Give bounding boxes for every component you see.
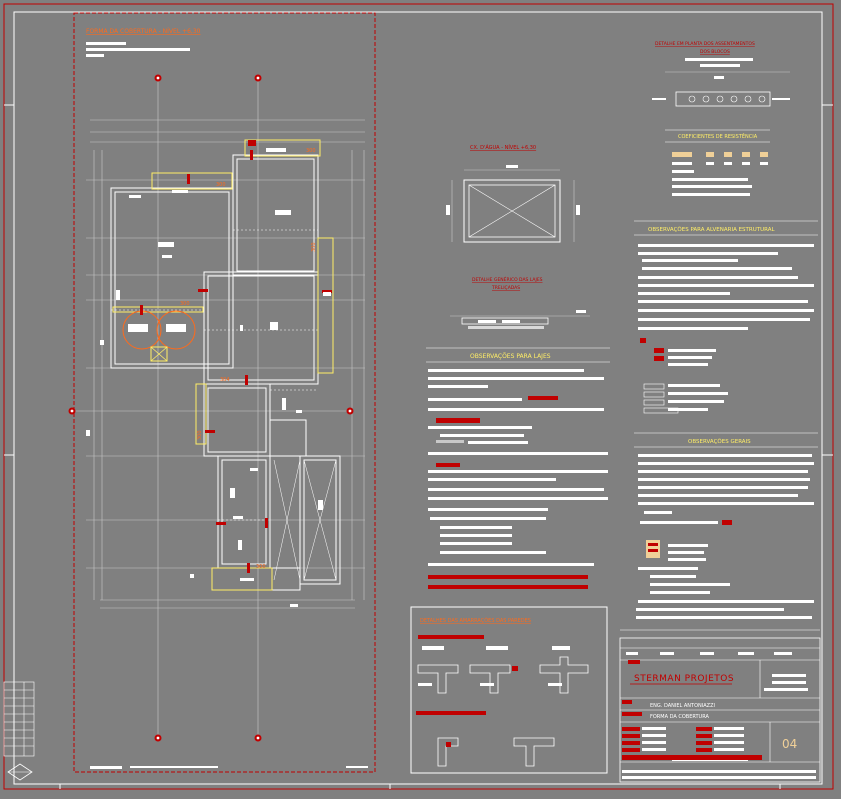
obs-gerais: OBSERVAÇÕES GERAIS — [634, 432, 818, 619]
blocos-title: DETALHE EM PLANTA DOS ASSENTAMENTOS — [655, 41, 755, 47]
obs-lajes: OBSERVAÇÕES PARA LAJES — [426, 347, 610, 589]
floor-plan: FORMA DA COBERTURA - NÍVEL +6,30 — [68, 28, 368, 769]
engineer-name: ENG. DANIEL ANTONIAZZI — [650, 703, 715, 709]
caixa-detail: CX. D'ÁGUA - NÍVEL +6,30 — [446, 144, 580, 243]
plan-frame — [73, 12, 376, 773]
dim-label-1: 300 — [306, 148, 316, 154]
dim-label-3: 304 — [220, 377, 230, 383]
laje-detail: DETALHE GENÉRICO DAS LAJES TRELIÇADAS — [450, 275, 590, 329]
dim-label-4: 300 — [180, 301, 190, 307]
paredes-title: DETALHES DAS AMARRAÇÕES DAS PAREDES — [420, 617, 531, 624]
coef-table: COEFICIENTES DE RESISTÊNCIA — [665, 129, 770, 196]
outer-frame — [3, 3, 834, 790]
company-name: STERMAN PROJETOS — [634, 674, 734, 684]
obs-gerais-title: OBSERVAÇÕES GERAIS — [688, 438, 751, 445]
paredes-detail: DETALHES DAS AMARRAÇÕES DAS PAREDES — [410, 606, 608, 774]
dim-label-6: 300 — [311, 242, 317, 252]
caixa-title: CX. D'ÁGUA - NÍVEL +6,30 — [470, 144, 536, 151]
plan-title: FORMA DA COBERTURA - NÍVEL +6,30 — [86, 28, 201, 35]
sheet-number: 04 — [782, 737, 797, 751]
obs-alvenaria-title: OBSERVAÇÕES PARA ALVENARIA ESTRUTURAL — [648, 226, 776, 233]
laje-detail-title2: TRELIÇADAS — [491, 285, 520, 291]
obs-lajes-title: OBSERVAÇÕES PARA LAJES — [470, 353, 551, 360]
laje-detail-title: DETALHE GENÉRICO DAS LAJES — [472, 275, 543, 283]
blocos-detail: DETALHE EM PLANTA DOS ASSENTAMENTOS DOS … — [652, 41, 790, 107]
title-block: STERMAN PROJETOS ENG. DANIEL ANTONIAZZI … — [619, 637, 821, 783]
inner-frame — [13, 11, 823, 785]
revision-table — [3, 681, 35, 757]
drawing-name: FORMA DA COBERTURA — [650, 714, 709, 720]
dim-label-7: 300 — [197, 430, 203, 440]
dim-label-5: 300 — [256, 564, 266, 570]
dim-label-2: 300 — [216, 182, 226, 188]
blocos-title2: DOS BLOCOS — [700, 49, 730, 55]
obs-alvenaria: OBSERVAÇÕES PARA ALVENARIA ESTRUTURAL — [634, 220, 818, 414]
coef-title: COEFICIENTES DE RESISTÊNCIA — [678, 132, 758, 140]
